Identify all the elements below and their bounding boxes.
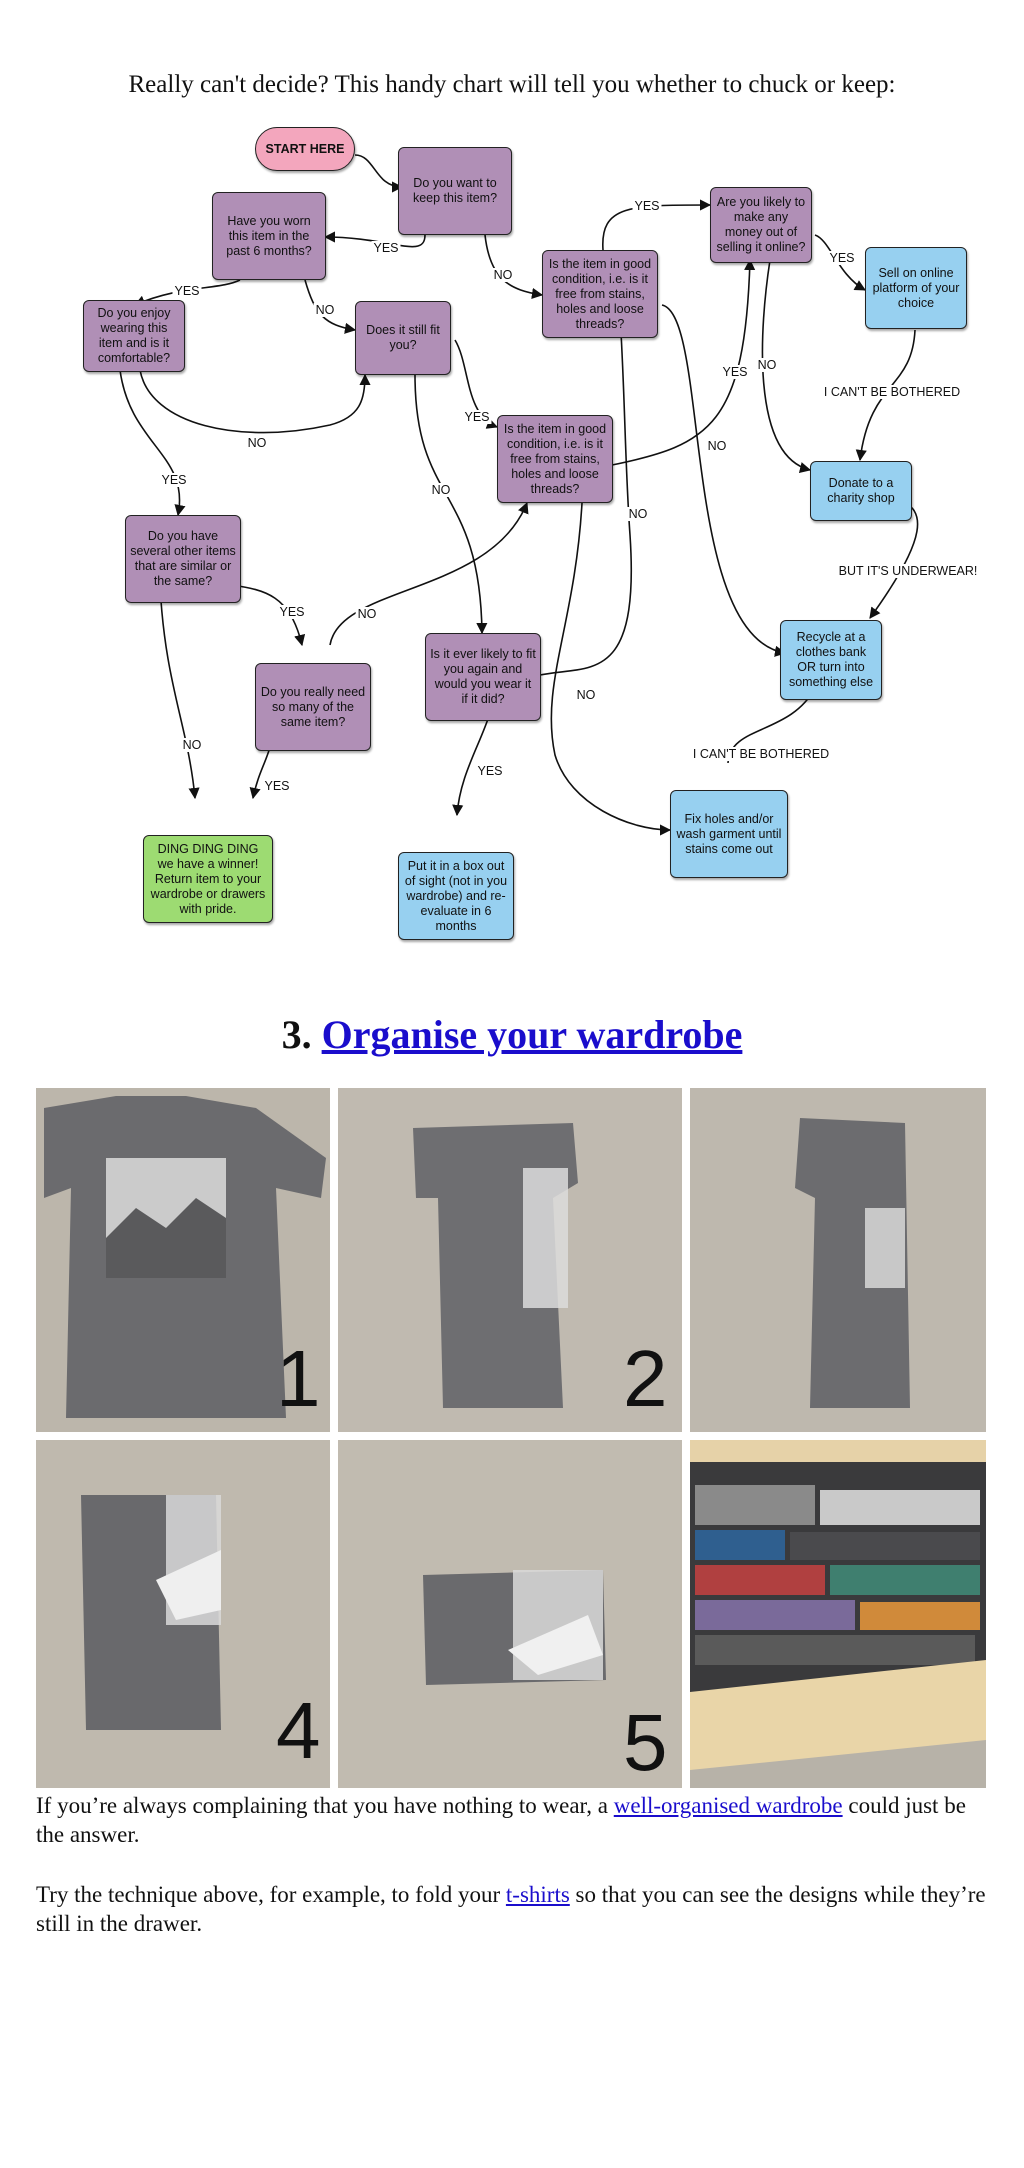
edge-label-good1-recycle: NO <box>705 439 729 453</box>
flow-node-enjoy: Do you enjoy wearing this item and is it… <box>83 300 185 372</box>
well-organised-wardrobe-link[interactable]: well-organised wardrobe <box>613 1793 843 1818</box>
edge-fitagain-good1 <box>539 313 632 676</box>
edge-enjoy-several <box>119 369 186 517</box>
edge-label-fit-fitagain: NO <box>429 483 453 497</box>
flowchart-connectors <box>119 154 919 836</box>
fold-photo-5: 5 <box>338 1440 682 1788</box>
fold-step-number-4: 4 <box>276 1686 321 1775</box>
flow-node-good1: Is the item in good condition, i.e. is i… <box>542 250 658 338</box>
flow-node-need: Do you really need so many of the same i… <box>255 663 371 751</box>
flow-node-fix: Fix holes and/or wash garment until stai… <box>670 790 788 878</box>
fold-photo-4: 4 <box>36 1440 330 1788</box>
intro-text: Really can't decide? This handy chart wi… <box>128 71 896 98</box>
flow-node-donate: Donate to a charity shop <box>810 461 912 521</box>
fold-photo-1: 1 <box>36 1088 330 1432</box>
edge-label-enjoy-fit: NO <box>245 436 269 450</box>
edge-label-keep-worn: YES <box>371 241 401 255</box>
edge-money-donate <box>761 259 812 473</box>
edge-label-good2-money: YES <box>720 365 750 379</box>
flow-node-winner: DING DING DING we have a winner! Return … <box>143 835 273 923</box>
edge-good1-money <box>602 199 712 251</box>
edge-label-keep-good1: NO <box>491 268 515 282</box>
fold-step-number-5: 5 <box>623 1698 668 1787</box>
paragraph-wardrobe: If you’re always complaining that you ha… <box>36 1791 988 1849</box>
fold-photo-2: 2 <box>338 1088 682 1432</box>
fold-photo-6-drawer <box>690 1440 986 1788</box>
fold-photo-3 <box>690 1088 986 1432</box>
paragraph-technique-text-before: Try the technique above, for example, to… <box>36 1882 506 1907</box>
paragraph-wardrobe-text-after: could just be the answer. <box>36 1793 966 1847</box>
edge-start-keep <box>354 154 404 193</box>
t-shirts-link[interactable]: t-shirts <box>505 1882 570 1907</box>
edge-several-winner <box>159 584 200 800</box>
section-title-link[interactable]: Organise your wardrobe <box>321 1012 743 1057</box>
flow-node-worn: Have you worn this item in the past 6 mo… <box>212 192 326 280</box>
paragraph-technique: Try the technique above, for example, to… <box>36 1880 988 1938</box>
fold-step-number-2: 2 <box>623 1334 668 1423</box>
flow-node-box: Put it in a box out of sight (not in you… <box>398 852 514 940</box>
edge-good2-money <box>611 258 756 466</box>
edge-fitagain-box <box>452 712 491 817</box>
edge-label-need-winner: YES <box>262 779 292 793</box>
edge-label-donate-recycle: BUT IT'S UNDERWEAR! <box>836 564 980 578</box>
edge-label-money-donate: NO <box>755 358 779 372</box>
flow-node-start: START HERE <box>255 127 355 171</box>
flow-node-fitagain: Is it ever likely to fit you again and w… <box>425 633 541 721</box>
paragraph-technique-text-after: so that you can see the designs while th… <box>36 1882 986 1936</box>
edge-good2-fix <box>550 502 672 836</box>
flow-node-sell: Sell on online platform of your choice <box>865 247 967 329</box>
edge-label-money-sell: YES <box>827 251 857 265</box>
edge-label-good2-fix: NO <box>574 688 598 702</box>
edge-label-worn-fit: NO <box>313 303 337 317</box>
flow-node-several: Do you have several other items that are… <box>125 515 241 603</box>
flow-node-money: Are you likely to make any money out of … <box>710 187 812 263</box>
flow-node-fit: Does it still fit you? <box>355 301 451 375</box>
edge-label-fit-good2: YES <box>462 410 492 424</box>
flow-node-keep: Do you want to keep this item? <box>398 147 512 235</box>
edge-label-good1-money: YES <box>632 199 662 213</box>
edge-label-enjoy-several: YES <box>159 473 189 487</box>
edge-label-need-good2: NO <box>355 607 379 621</box>
edge-label-sell-donate: I CAN'T BE BOTHERED <box>821 385 963 399</box>
edge-need-good2 <box>329 501 529 646</box>
edge-keep-good1 <box>484 234 544 299</box>
flow-node-recycle: Recycle at a clothes bank OR turn into s… <box>780 620 882 700</box>
edge-label-several-need: YES <box>277 605 307 619</box>
edge-label-worn-enjoy: YES <box>172 284 202 298</box>
edge-label-several-winner: NO <box>180 738 204 752</box>
edge-label-fitagain-good1: NO <box>626 507 650 521</box>
edge-enjoy-fit <box>139 369 371 434</box>
section-number: 3. <box>281 1012 312 1057</box>
section-heading: 3. Organise your wardrobe <box>0 1010 1024 1060</box>
flowchart: START HERE Do you want to keep this item… <box>70 125 990 955</box>
tshirt-folding-photo-grid: 1 2 4 5 <box>36 1088 986 1788</box>
edge-several-need <box>231 584 306 647</box>
edge-good1-recycle <box>661 304 787 657</box>
fold-step-number-1: 1 <box>276 1334 321 1423</box>
edge-label-fitagain-box: YES <box>475 764 505 778</box>
flow-node-good2: Is the item in good condition, i.e. is i… <box>497 415 613 503</box>
edge-fit-fitagain <box>414 374 488 635</box>
paragraph-wardrobe-text-before: If you’re always complaining that you ha… <box>36 1793 614 1818</box>
edge-label-fix-recycle: I CAN'T BE BOTHERED <box>690 747 832 761</box>
